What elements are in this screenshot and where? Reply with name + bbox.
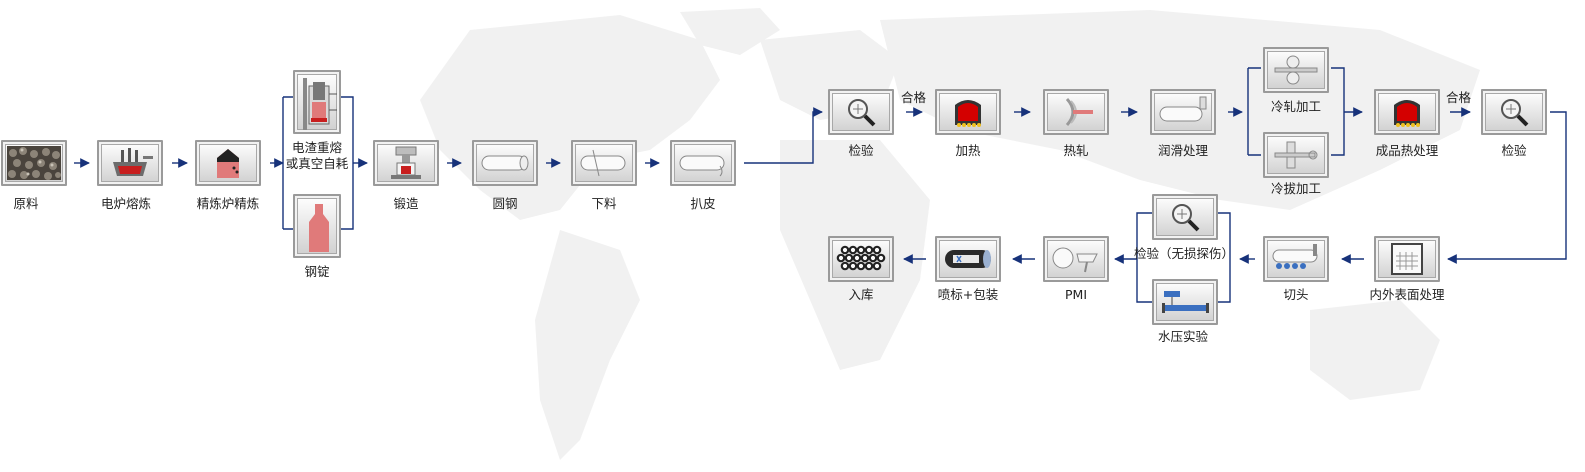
surface-treatment-icon xyxy=(1391,243,1423,275)
surface-treatment-step xyxy=(1374,236,1440,282)
pipe-cutting-icon xyxy=(1272,244,1318,269)
cold-rolling-step xyxy=(1263,47,1329,93)
hot-rolling-step xyxy=(1043,89,1109,135)
australia-shape xyxy=(1310,300,1440,400)
cold-drawing-icon xyxy=(1274,141,1318,169)
final-heat-treatment-label: 成品热处理 xyxy=(1375,143,1439,158)
forging-step xyxy=(373,140,439,186)
lubrication-step xyxy=(1150,89,1216,135)
round-bar-icon xyxy=(481,155,529,171)
bracket-ndt-right xyxy=(1218,212,1231,303)
arrow-inspect2-surface xyxy=(1447,111,1567,264)
hydro-test-icon xyxy=(1162,291,1209,313)
round-bar-label: 圆钢 xyxy=(492,196,518,211)
forging-label: 锻造 xyxy=(393,196,419,211)
round-bar-step xyxy=(472,140,538,186)
cold-rolling-icon xyxy=(1274,55,1318,85)
marking-packaging-label: 喷标+包装 xyxy=(937,287,999,302)
end-cutting-step xyxy=(1263,236,1329,282)
peeling-label: 扒皮 xyxy=(690,196,716,211)
raw-material-step xyxy=(1,140,67,186)
bracket-remelt-left xyxy=(282,96,293,230)
magnifier-icon xyxy=(1501,99,1529,127)
remelting-step xyxy=(293,70,341,134)
ore-pile-icon xyxy=(7,146,61,180)
forging-press-icon xyxy=(391,146,421,179)
south-america-shape xyxy=(535,230,640,460)
pmi-analyzer-icon xyxy=(1052,247,1098,273)
hot-rolling-label: 热轧 xyxy=(1063,143,1089,158)
warehousing-label: 入库 xyxy=(848,287,874,302)
warehousing-step xyxy=(828,236,894,282)
heating-furnace-icon xyxy=(955,100,981,127)
remelting-label-1: 电渣重熔 xyxy=(291,140,343,155)
lubrication-label: 润滑处理 xyxy=(1157,143,1209,158)
arrow-peel-inspect xyxy=(744,107,823,164)
end-cutting-label: 切头 xyxy=(1283,287,1309,302)
pmi-step xyxy=(1043,236,1109,282)
ndt-inspection-label: 检验（无损探伤） xyxy=(1133,246,1235,261)
cold-rolling-label: 冷轧加工 xyxy=(1270,99,1322,114)
surface-treatment-label: 内外表面处理 xyxy=(1369,287,1445,302)
heating-label: 加热 xyxy=(955,143,981,158)
remelting-label-2: 或真空自耗 xyxy=(285,156,349,171)
hydrostatic-test-step xyxy=(1152,279,1218,325)
piercing-roll-icon xyxy=(1065,97,1093,127)
ladle-furnace-icon xyxy=(217,149,239,178)
ingot-label: 钢锭 xyxy=(304,264,330,279)
pmi-label: PMI xyxy=(1064,287,1088,302)
bracket-cold-right xyxy=(1331,67,1345,156)
cold-drawing-label: 冷拔加工 xyxy=(1270,181,1322,196)
eaf-label: 电炉熔炼 xyxy=(100,196,152,211)
ingot-icon xyxy=(309,204,329,252)
remelting-furnace-icon xyxy=(303,78,337,130)
cutting-step xyxy=(571,140,637,186)
marked-pipe-icon xyxy=(945,250,991,268)
pass-label-1: 合格 xyxy=(901,90,927,105)
inspection-step-1 xyxy=(828,89,894,135)
peeling-step xyxy=(670,140,736,186)
pass-label-2: 合格 xyxy=(1446,90,1472,105)
cutting-label: 下料 xyxy=(591,196,617,211)
raw-material-label: 原料 xyxy=(13,196,39,211)
heat-treatment-furnace-icon xyxy=(1394,100,1420,127)
inspection-step-2 xyxy=(1481,89,1547,135)
inspection-label-2: 检验 xyxy=(1501,143,1527,158)
refining-step xyxy=(195,140,261,186)
greenland-shape xyxy=(680,8,780,55)
bracket-ndt-left xyxy=(1136,212,1152,303)
ndt-inspection-step xyxy=(1152,194,1218,240)
heating-step xyxy=(935,89,1001,135)
pipe-bundle-icon xyxy=(836,245,886,271)
peeled-bar-icon xyxy=(679,155,725,177)
cut-bar-icon xyxy=(580,149,626,177)
final-heat-treatment-step xyxy=(1374,89,1440,135)
hydrostatic-test-label: 水压实验 xyxy=(1157,329,1209,344)
bracket-cold-left xyxy=(1247,67,1261,156)
marking-packaging-step xyxy=(935,236,1001,282)
eaf-step xyxy=(97,140,163,186)
inspection-label-1: 检验 xyxy=(848,143,874,158)
ingot-step xyxy=(293,194,341,258)
magnifier-icon xyxy=(848,99,876,127)
lubrication-icon xyxy=(1159,96,1207,122)
cold-drawing-step xyxy=(1263,132,1329,178)
magnifier-icon xyxy=(1172,204,1200,232)
refining-label: 精炼炉精炼 xyxy=(196,196,260,211)
electric-furnace-icon xyxy=(113,148,153,176)
